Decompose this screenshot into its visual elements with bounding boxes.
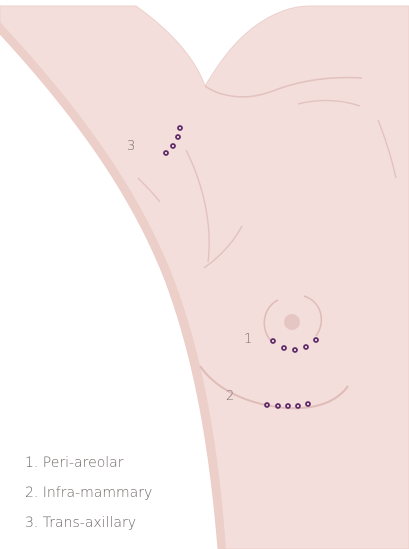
nipple xyxy=(284,314,300,330)
legend-item-peri-areolar: 1. Peri-areolar xyxy=(25,448,225,478)
legend: 1. Peri-areolar 2. Infra-mammary 3. Tran… xyxy=(25,448,225,538)
legend-item-trans-axillary: 3. Trans-axillary xyxy=(25,508,225,538)
marker-label-peri-areolar: 1 xyxy=(244,333,252,346)
marker-label-trans-axillary: 3 xyxy=(127,140,135,153)
marker-label-infra-mammary: 2 xyxy=(226,390,234,403)
legend-item-infra-mammary: 2. Infra-mammary xyxy=(25,478,225,508)
